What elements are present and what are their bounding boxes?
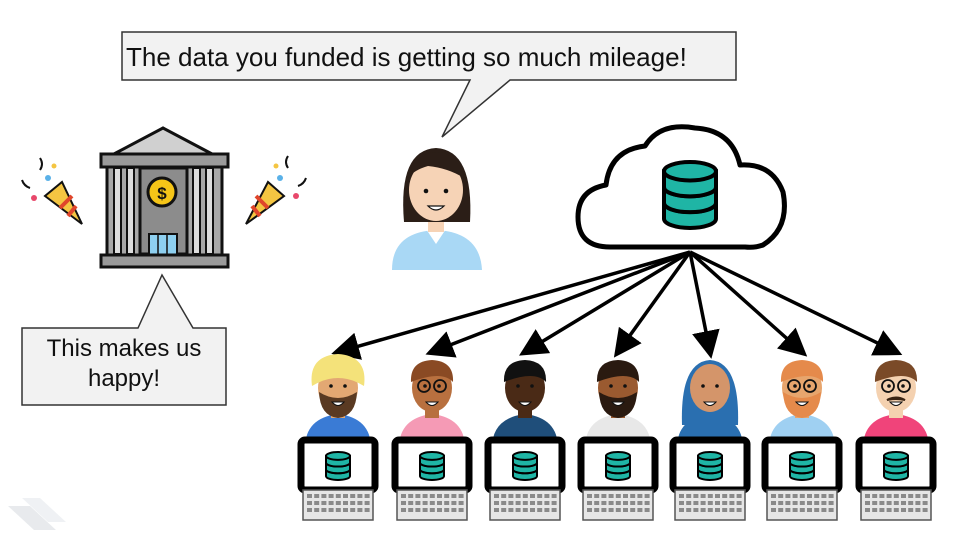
researcher-speech-bubble: [121, 31, 737, 138]
funder-reaction-text: This makes us happy!: [24, 334, 224, 394]
data-flow-arrows: [331, 250, 903, 360]
arrow: [689, 250, 903, 356]
party-popper-left-icon: [21, 157, 83, 225]
funder-speech-bubble: [21, 273, 227, 406]
party-popper-right-icon: [245, 155, 307, 225]
arrow: [613, 250, 692, 358]
arrow: [425, 250, 691, 358]
funder-reaction-line-2: happy!: [87, 365, 161, 392]
arrow: [519, 250, 691, 356]
user-with-laptop: [669, 360, 751, 521]
funder-reaction-line-1: This makes us: [46, 335, 202, 362]
data-users-row: [297, 354, 937, 521]
user-with-laptop: [577, 360, 659, 521]
arrow: [688, 250, 808, 357]
user-with-laptop: [761, 360, 843, 521]
user-with-laptop: [391, 360, 473, 521]
arrow: [331, 250, 691, 360]
watermark-logo: [8, 498, 66, 530]
dollar-coin-icon: $: [146, 176, 178, 208]
arrow: [688, 251, 720, 359]
svg-text:$: $: [157, 184, 167, 203]
user-with-laptop: [297, 354, 379, 521]
researcher-avatar: [392, 148, 482, 270]
user-with-laptop: [484, 360, 566, 521]
database-icon: [662, 160, 718, 230]
user-with-laptop: [855, 360, 937, 521]
researcher-quote-text: The data you funded is getting so much m…: [126, 42, 687, 72]
